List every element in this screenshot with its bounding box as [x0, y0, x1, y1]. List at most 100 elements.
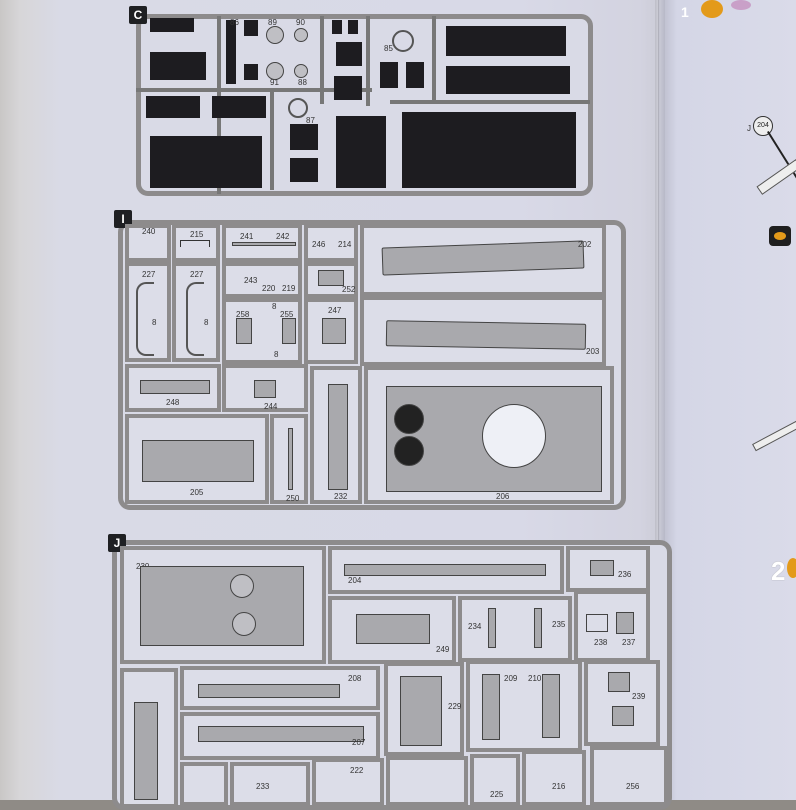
part-235: [534, 608, 542, 648]
part-210: [542, 674, 560, 738]
orange-icon: [701, 0, 723, 18]
part-block: [226, 20, 236, 84]
part-203: [385, 320, 587, 350]
part-205: [142, 440, 254, 482]
cell-bottom2: [386, 756, 468, 806]
part-block: [380, 62, 398, 88]
label-225: 225: [490, 790, 504, 799]
sprue-c-divider: [390, 100, 590, 104]
part-236: [590, 560, 614, 576]
cell-222: [312, 758, 384, 806]
sprue-c-divider: [136, 88, 372, 92]
part-block: [446, 26, 566, 56]
fan-part: [394, 404, 424, 434]
part-block: [336, 116, 386, 188]
label-248: 248: [166, 398, 180, 407]
label-242: 242: [276, 232, 290, 241]
part-248: [140, 380, 210, 394]
part-258: [236, 318, 252, 344]
label-91: 91: [270, 78, 279, 87]
part-227a: [136, 282, 154, 356]
label-204: 204: [348, 576, 362, 585]
label-238: 238: [594, 638, 608, 647]
cell-233: [230, 762, 310, 806]
label-227b: 227: [190, 270, 204, 279]
label-243: 243: [244, 276, 258, 285]
round-part: [294, 28, 308, 42]
part-block: [244, 20, 258, 36]
part-block: [290, 158, 318, 182]
label-202: 202: [578, 240, 592, 249]
label-255: 255: [280, 310, 294, 319]
cell-bottom: [180, 762, 228, 806]
adjacent-page: 1 J 204 2: [655, 0, 796, 800]
label-229: 229: [448, 702, 462, 711]
label-87: 87: [306, 116, 315, 125]
turret-ring: [482, 404, 546, 468]
sprue-c-divider: [366, 16, 370, 106]
hatch-ring: [230, 574, 254, 598]
part-204: [344, 564, 546, 576]
part-block: [334, 76, 362, 100]
part-204-drawing: [756, 159, 796, 195]
hatch-ring: [232, 612, 256, 636]
label-208: 208: [348, 674, 362, 683]
cell-227a: [125, 262, 171, 362]
label-258: 258: [236, 310, 250, 319]
label-247: 247: [328, 306, 342, 315]
label-219: 219: [282, 284, 296, 293]
part-252: [318, 270, 344, 286]
label-234: 234: [468, 622, 482, 631]
label-8d: 8: [274, 350, 279, 359]
round-part: [294, 64, 308, 78]
sprue-c-divider: [432, 16, 436, 100]
sprue-c-badge: C: [129, 6, 147, 24]
step-1-marker: 1: [681, 4, 689, 20]
cell-216: [522, 750, 586, 806]
label-246: 246: [312, 240, 326, 249]
part-208: [198, 684, 340, 698]
part-239a: [608, 672, 630, 692]
part-241: [232, 242, 296, 246]
label-256: 256: [626, 782, 640, 791]
label-209: 209: [504, 674, 518, 683]
label-236: 236: [618, 570, 632, 579]
part-229: [400, 676, 442, 746]
label-203: 203: [586, 347, 600, 356]
label-240: 240: [142, 227, 156, 236]
label-239: 239: [632, 692, 646, 701]
label-233: 233: [256, 782, 270, 791]
paint-icon: [769, 226, 791, 246]
sprue-c-divider: [270, 90, 274, 190]
label-210: 210: [528, 674, 542, 683]
label-8b: 8: [204, 318, 209, 327]
part-255: [282, 318, 296, 344]
part-block: [212, 96, 266, 118]
part-244: [254, 380, 276, 398]
orange-icon-2: [787, 558, 796, 578]
label-215: 215: [190, 230, 204, 239]
step-2-marker: 2: [771, 556, 786, 586]
label-237: 237: [622, 638, 636, 647]
label-244: 244: [264, 402, 278, 411]
label-88: 88: [298, 78, 307, 87]
part-block: [402, 112, 576, 188]
part-227b: [186, 282, 204, 356]
part-block: [406, 62, 424, 88]
part-247: [322, 318, 346, 344]
part-block: [336, 42, 362, 66]
label-206: 206: [496, 492, 510, 501]
label-216: 216: [552, 782, 566, 791]
ring-part: [288, 98, 308, 118]
part-side: [134, 702, 158, 800]
label-207: 207: [352, 738, 366, 747]
part-block: [290, 124, 318, 150]
pink-icon: [731, 0, 751, 10]
part-block: [150, 18, 194, 32]
part-block: [244, 64, 258, 80]
part-209: [482, 674, 500, 740]
label-214: 214: [338, 240, 352, 249]
part-250: [288, 428, 293, 490]
gear-part: [266, 26, 284, 44]
label-232: 232: [334, 492, 348, 501]
